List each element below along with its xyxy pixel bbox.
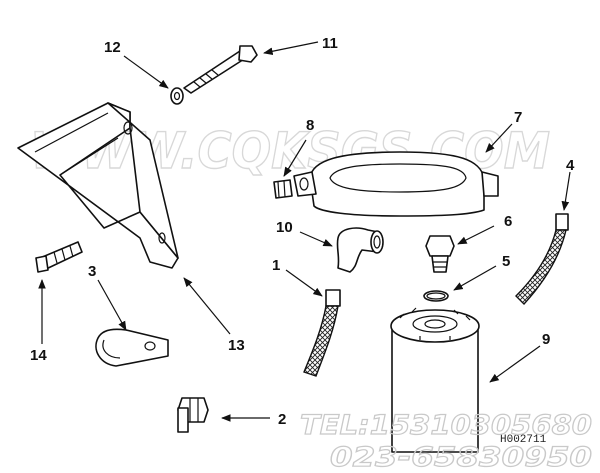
stud-part: [35, 241, 83, 273]
callout-14: 14: [30, 347, 47, 364]
callout-7: 7: [514, 109, 522, 126]
callout-11: 11: [322, 35, 338, 52]
callout-10: 10: [276, 219, 293, 236]
callout-6: 6: [504, 213, 512, 230]
braided-hose-right-part: [515, 213, 569, 306]
callout-4: 4: [566, 157, 575, 174]
plug-part: [177, 397, 209, 433]
callout-8: 8: [306, 117, 314, 134]
fitting-plug-part: [273, 179, 293, 199]
callout-1: 1: [272, 257, 280, 274]
callout-13: 13: [228, 337, 245, 354]
fuel-filter-part: H002711: [390, 307, 547, 453]
o-ring-part: [423, 290, 449, 302]
p-clamp-part: [95, 328, 169, 367]
callout-3: 3: [88, 263, 96, 280]
filter-head-part: [293, 151, 499, 217]
mounting-bracket-part: [17, 102, 179, 269]
callout-9: 9: [542, 331, 550, 348]
washer-part: [170, 87, 184, 105]
braided-hose-part: [303, 289, 341, 377]
callout-5: 5: [502, 253, 510, 270]
figure-id-label: H002711: [500, 434, 547, 446]
callout-labels: 1 2 3 4 5 6 7 8 9 10 11 12 13 14: [30, 35, 575, 428]
leader-lines: [38, 41, 571, 422]
elbow-fitting-part: [336, 227, 384, 273]
callout-12: 12: [104, 39, 121, 56]
adapter-fitting-part: [425, 235, 455, 273]
bolt-part: [183, 45, 258, 94]
watermark-phone: TEL:15310305680: [300, 410, 592, 441]
callout-2: 2: [278, 411, 286, 428]
watermark-phone-2: 023-65830950: [330, 442, 592, 473]
